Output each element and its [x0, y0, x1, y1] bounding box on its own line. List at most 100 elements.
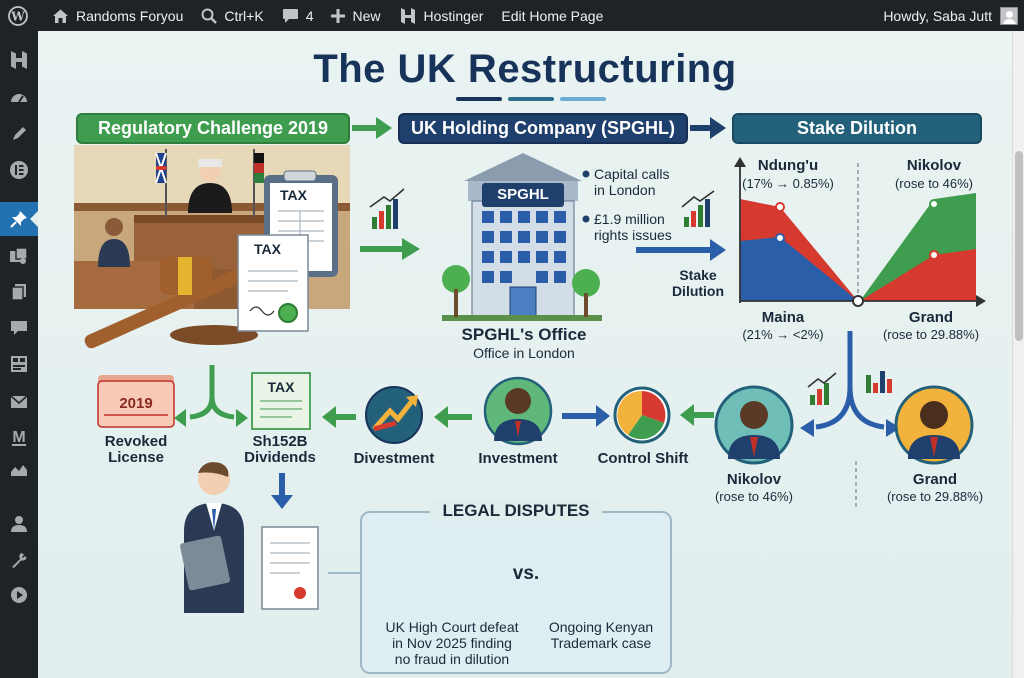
- comment-bubble-icon: [282, 8, 298, 23]
- m-icon[interactable]: M: [0, 420, 38, 454]
- bullet-capital-calls: Capital calls in London: [594, 166, 669, 198]
- banner-regulatory-label: Regulatory Challenge 2019: [97, 118, 329, 138]
- caption-line: Stake: [679, 267, 717, 283]
- tools-icon[interactable]: [0, 543, 38, 577]
- bullet-line: £1.9 million: [594, 211, 665, 227]
- my-account-menu[interactable]: Howdy, Saba Jutt: [883, 0, 1018, 31]
- tax-document-icon: [251, 372, 311, 430]
- howdy-label: Howdy, Saba Jutt: [883, 7, 992, 24]
- grand-name: Grand: [912, 471, 958, 488]
- dividends-label: Sh152B Dividends: [230, 434, 330, 466]
- svg-text:M: M: [12, 429, 25, 446]
- arrow-left-icon: [434, 406, 472, 428]
- comments-icon[interactable]: [0, 311, 38, 345]
- split-arrow-icon: [815, 331, 885, 430]
- bar-chart-icon: [807, 372, 837, 405]
- investment-portrait: [483, 376, 553, 446]
- bar-chart-icon: [681, 190, 715, 227]
- caption-line: Ongoing Kenyan: [548, 619, 654, 635]
- investment-label: Investment: [478, 450, 558, 467]
- title-underline-dash: [456, 97, 502, 101]
- stake-dilution-chart: [734, 157, 986, 307]
- caption-line: in Nov 2025 finding: [392, 635, 512, 651]
- chart-label-nikolov: Nikolov: [906, 157, 962, 174]
- banner-dilution-label: Stake Dilution: [796, 118, 917, 138]
- bullet-line: in London: [594, 182, 656, 198]
- divestment-icon: [365, 386, 423, 444]
- mail-icon[interactable]: [0, 385, 38, 419]
- edit-page-link[interactable]: Edit Home Page: [492, 0, 612, 31]
- users-icon[interactable]: [0, 507, 38, 541]
- chart-label-grand: Grand: [908, 309, 954, 326]
- arrow-right-icon: [562, 405, 610, 427]
- label-line: Sh152B: [252, 433, 308, 450]
- play-icon[interactable]: [0, 578, 38, 612]
- plus-icon: [331, 8, 346, 23]
- tax-label: TAX: [254, 241, 281, 257]
- edit-page-label: Edit Home Page: [501, 7, 604, 24]
- arrow-left-icon: [322, 406, 356, 428]
- arrow-right-icon: [636, 239, 726, 261]
- label-line: License: [108, 449, 164, 466]
- tax-document-icon: [237, 234, 309, 332]
- control-shift-label: Control Shift: [597, 450, 689, 467]
- hostinger-link[interactable]: Hostinger: [390, 0, 493, 31]
- admin-sidebar: M: [0, 31, 38, 678]
- office-subtitle: Office in London: [473, 345, 575, 361]
- posts-pen-icon[interactable]: [0, 117, 38, 151]
- search-icon: [201, 8, 218, 24]
- new-label: New: [352, 7, 381, 24]
- megaphone-icon[interactable]: [0, 454, 38, 488]
- chart-label-nikolov-change: (rose to 46%): [894, 176, 974, 191]
- caption-line: Dilution: [671, 283, 725, 299]
- hostinger-icon: [400, 7, 415, 24]
- forms-icon[interactable]: [0, 347, 38, 381]
- office-title: SPGHL's Office: [461, 325, 587, 344]
- caption-line: Trademark case: [550, 635, 652, 651]
- wordpress-logo-icon[interactable]: W: [0, 0, 43, 31]
- nikolov-change: (rose to 46%): [714, 489, 794, 504]
- avatar: [1000, 6, 1018, 25]
- stake-dilution-caption: Stake Dilution: [658, 267, 738, 299]
- wp-admin-bar: W Randoms Foryou Ctrl+K 4 New Hostinger …: [0, 0, 1024, 31]
- infographic-canvas: The UK Restructuring Regulatory Challeng…: [38, 31, 1012, 678]
- tax-label: TAX: [280, 187, 307, 203]
- comments-count: 4: [305, 7, 314, 24]
- hostinger-label: Hostinger: [423, 7, 484, 24]
- nikolov-portrait: [714, 385, 794, 465]
- new-content-button[interactable]: New: [322, 0, 389, 31]
- grand-change: (rose to 29.88%): [886, 489, 984, 504]
- banner-holding-label: UK Holding Company (SPGHL): [411, 118, 675, 138]
- title-underline-dash: [508, 97, 554, 101]
- label-line: Revoked: [104, 433, 168, 450]
- hostinger-icon[interactable]: [0, 43, 38, 77]
- dashboard-icon[interactable]: [0, 81, 38, 115]
- pages-icon[interactable]: [0, 275, 38, 309]
- media-icon[interactable]: [0, 239, 38, 273]
- chart-label-ndungu: Ndung'u: [757, 157, 819, 174]
- bullet-line: rights issues: [594, 227, 672, 243]
- title-underline-dash: [560, 97, 606, 101]
- arrow-right-icon: [352, 117, 392, 139]
- office-building-icon: [442, 153, 602, 321]
- page-title: The UK Restructuring: [313, 47, 737, 91]
- bullet-line: Capital calls: [594, 166, 670, 182]
- kenyan-case-caption: Ongoing Kenyan Trademark case: [536, 619, 666, 651]
- pin-icon[interactable]: [0, 202, 38, 236]
- caption-line: UK High Court defeat: [385, 619, 519, 635]
- site-name-link[interactable]: Randoms Foryou: [43, 0, 192, 31]
- divestment-label: Divestment: [353, 450, 435, 467]
- svg-text:W: W: [10, 9, 25, 23]
- comments-link[interactable]: 4: [273, 0, 323, 31]
- scroll-thumb[interactable]: [1015, 151, 1023, 341]
- dividend-tax-label: TAX: [267, 379, 295, 395]
- chart-label-grand-change: (rose to 29.88%): [882, 327, 980, 342]
- command-palette-button[interactable]: Ctrl+K: [192, 0, 272, 31]
- shortcut-label: Ctrl+K: [224, 7, 264, 24]
- page-scrollbar[interactable]: [1012, 31, 1024, 678]
- banner-regulatory: Regulatory Challenge 2019: [76, 113, 350, 144]
- banner-holding-company: UK Holding Company (SPGHL): [398, 113, 688, 144]
- elementor-icon[interactable]: [0, 153, 38, 187]
- home-icon: [53, 9, 68, 23]
- bullet-rights-issue: £1.9 million rights issues: [594, 211, 672, 243]
